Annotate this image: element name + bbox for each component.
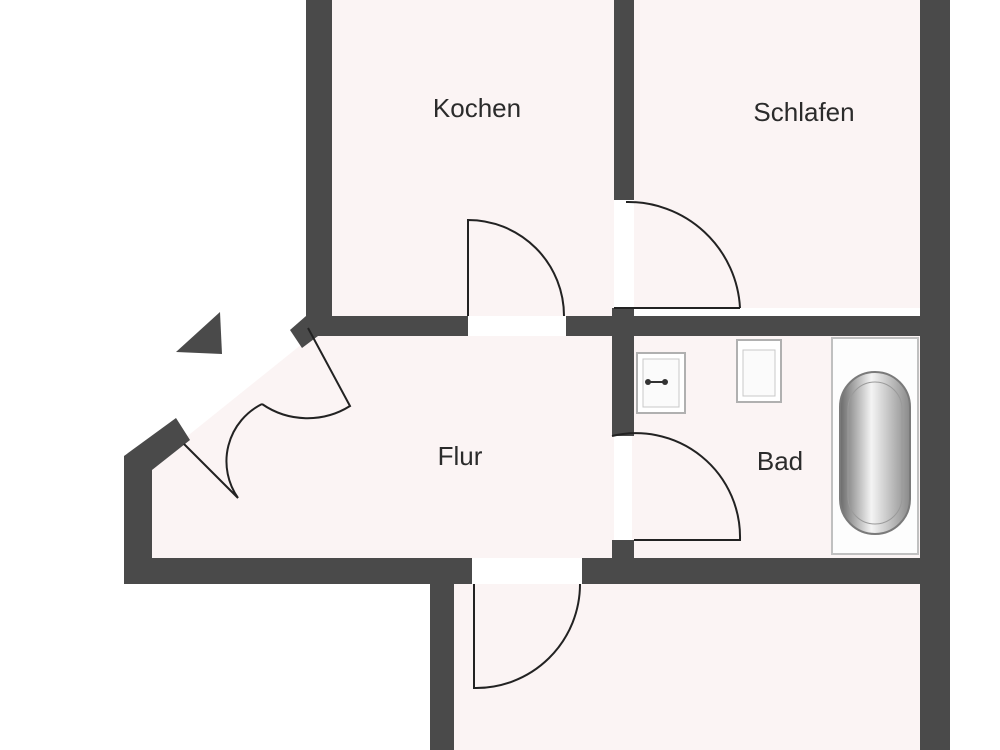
room-label-bad: Bad — [757, 446, 803, 476]
wall-flur-bad-upper — [612, 308, 634, 436]
wall-entrance-post — [176, 312, 222, 354]
wall-lower-room-left — [430, 558, 454, 750]
doors — [183, 200, 742, 690]
lower-room-floor — [452, 584, 920, 750]
door-lower-room — [473, 583, 581, 690]
room-labels: Kochen Schlafen Flur Bad — [433, 93, 855, 476]
flur-floor — [150, 336, 614, 558]
wall-flur-bad-lower — [612, 540, 634, 558]
door-kochen — [467, 218, 565, 317]
bath-fixtures — [636, 337, 919, 555]
door-entrance-left-leaf — [183, 403, 263, 499]
door-entrance-right-leaf — [261, 327, 352, 420]
room-label-schlafen: Schlafen — [753, 97, 854, 127]
walls — [124, 0, 950, 750]
sink-icon — [636, 352, 686, 414]
wall-right-outer — [920, 0, 950, 750]
room-label-kochen: Kochen — [433, 93, 521, 123]
wall-bottom-left — [124, 558, 472, 584]
wall-kochen-schlafen — [614, 0, 634, 200]
wall-mid-horizontal-right — [566, 316, 920, 336]
door-schlafen — [614, 200, 741, 309]
wall-entrance-corner — [124, 418, 190, 470]
toilet-icon — [736, 339, 782, 403]
room-label-flur: Flur — [438, 441, 483, 471]
wall-kochen-left — [306, 0, 332, 336]
kochen-floor — [332, 0, 614, 316]
bathtub-icon — [831, 337, 919, 555]
door-bad — [611, 432, 742, 541]
schlafen-floor — [634, 0, 920, 308]
wall-entrance-stub-top — [290, 316, 318, 348]
wall-bottom-right — [582, 558, 920, 584]
wall-mid-horizontal-left — [306, 316, 468, 336]
